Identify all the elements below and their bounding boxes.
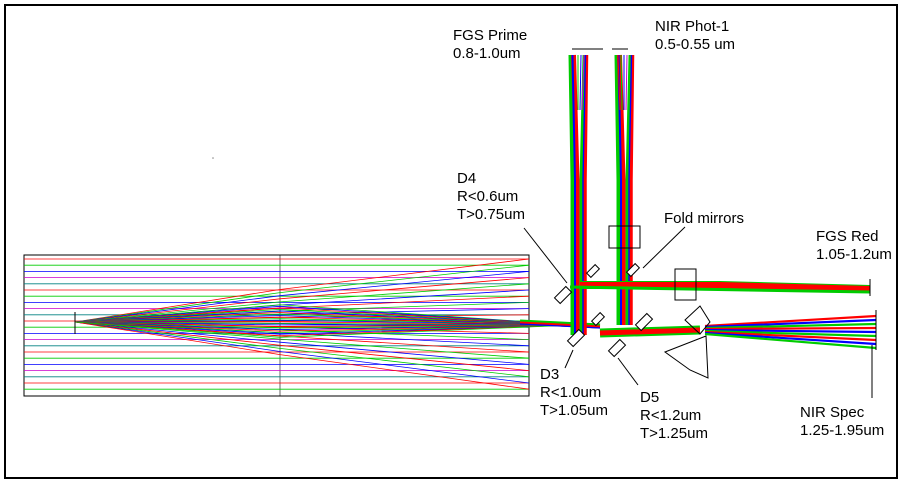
converging-ray [74,258,530,323]
nir-spec-fan-ray [704,322,877,330]
vertical-beam-ray [571,54,576,335]
relay-ray [74,321,576,338]
stray-dot [212,157,214,159]
relay-ray [74,321,576,326]
focus-fan-ray [620,54,623,111]
nir-spec-fan-ray [704,329,877,338]
converging-ray [74,321,530,390]
focus-fan-ray [581,54,585,111]
vertical-beam-ray [617,54,626,325]
relay-ray [74,321,576,330]
nir-phot-band: 0.5-0.55 um [655,36,736,53]
d3-name: D3 [540,366,560,383]
dichroic-d5 [607,312,654,358]
nir-spec-fan-ray [704,332,877,350]
fgs-red-band: 1.05-1.2um [816,246,892,263]
leader-lines [523,48,873,398]
converging-ray [74,283,530,323]
focus-fan-ray [574,54,577,111]
relay-ray [74,304,576,326]
nir-spec-ray [599,327,701,336]
nir-spec-fan-ray [704,331,877,346]
d5-name: D5 [640,389,660,406]
converging-ray [74,321,530,371]
d5-reflect: R<1.2um [640,407,702,424]
focus-fan-ray [617,54,621,111]
converging-ray [74,277,530,323]
relay-ray [74,321,576,326]
d3-transmit: T>1.05um [540,402,608,419]
relay-ray [74,307,576,326]
nir-spec-name: NIR Spec [800,404,865,421]
relay-ray [74,318,576,326]
nir-phot-label: NIR Phot-1 0.5-0.55 um [655,18,735,54]
d5-transmit: T>1.25um [640,425,708,442]
nir-spec-fan-ray [704,330,877,342]
spectrograph-prism [663,305,711,379]
fgs-prime-band: 0.8-1.0um [453,45,521,62]
nir-spec-beam [599,310,877,350]
converging-ray [74,271,530,323]
relay-ray [74,316,576,326]
vertical-output-beams [568,54,635,335]
nir-spec-fan-ray [704,314,877,328]
nir-spec-band: 1.25-1.95um [800,422,885,439]
d5-label: D5 R<1.2um T>1.25um [640,389,708,443]
dichroic-d3 [566,328,586,348]
d4-name: D4 [457,170,477,187]
d4-reflect: R<0.6um [457,188,519,205]
fgs-red-label: FGS Red 1.05-1.2um [816,228,892,264]
relay-ray [74,321,576,332]
focus-fan-ray [625,54,628,111]
nir-spec-fan-ray [704,328,877,334]
relay-ray [74,321,576,327]
converging-ray [74,264,530,323]
nir-spec-fan-ray [704,326,877,331]
d4-label: D4 R<0.6um T>0.75um [457,170,525,224]
fgs-red-ray [580,282,871,292]
relay-ray [74,313,576,326]
fgs-prime-name: FGS Prime [453,27,528,44]
relay-ray [74,310,576,326]
d3-reflect: R<1.0um [540,384,602,401]
converging-ray [74,321,530,359]
relay-ray [74,321,576,329]
converging-ray [74,321,530,378]
relay-lens-boxes [608,225,697,301]
relay-ray [74,321,576,337]
fold-mirrors-label: Fold mirrors [664,210,745,227]
converging-ray [74,321,530,384]
telescope-ray-bundle [24,258,576,390]
relay-ray [74,321,576,335]
relay-ray [74,308,576,326]
relay-ray [74,315,576,326]
focus-fan-ray [579,54,582,111]
nir-spec-label: NIR Spec 1.25-1.95um [800,404,884,440]
relay-ray [74,321,576,334]
fgs-red-name: FGS Red [816,228,879,245]
fold-mirror-elements [585,262,641,327]
figure-frame [4,4,898,479]
fgs-prime-label: FGS Prime 0.8-1.0um [453,27,527,63]
d4-transmit: T>0.75um [457,206,525,223]
converging-ray [74,321,530,365]
fgs-red-ray [569,285,871,294]
d3-label: D3 R<1.0um T>1.05um [540,366,608,420]
relay-ray [74,312,576,326]
nir-phot-name: NIR Phot-1 [655,18,730,35]
vertical-beam-ray [628,54,633,325]
relay-ray [74,319,576,326]
dichroic-d4 [553,285,573,305]
vertical-beam-ray [571,54,580,335]
relay-ray [74,321,576,326]
fgs-red-beam [569,279,871,296]
relay-ray [74,305,576,326]
nir-spec-fan-ray [704,318,877,329]
